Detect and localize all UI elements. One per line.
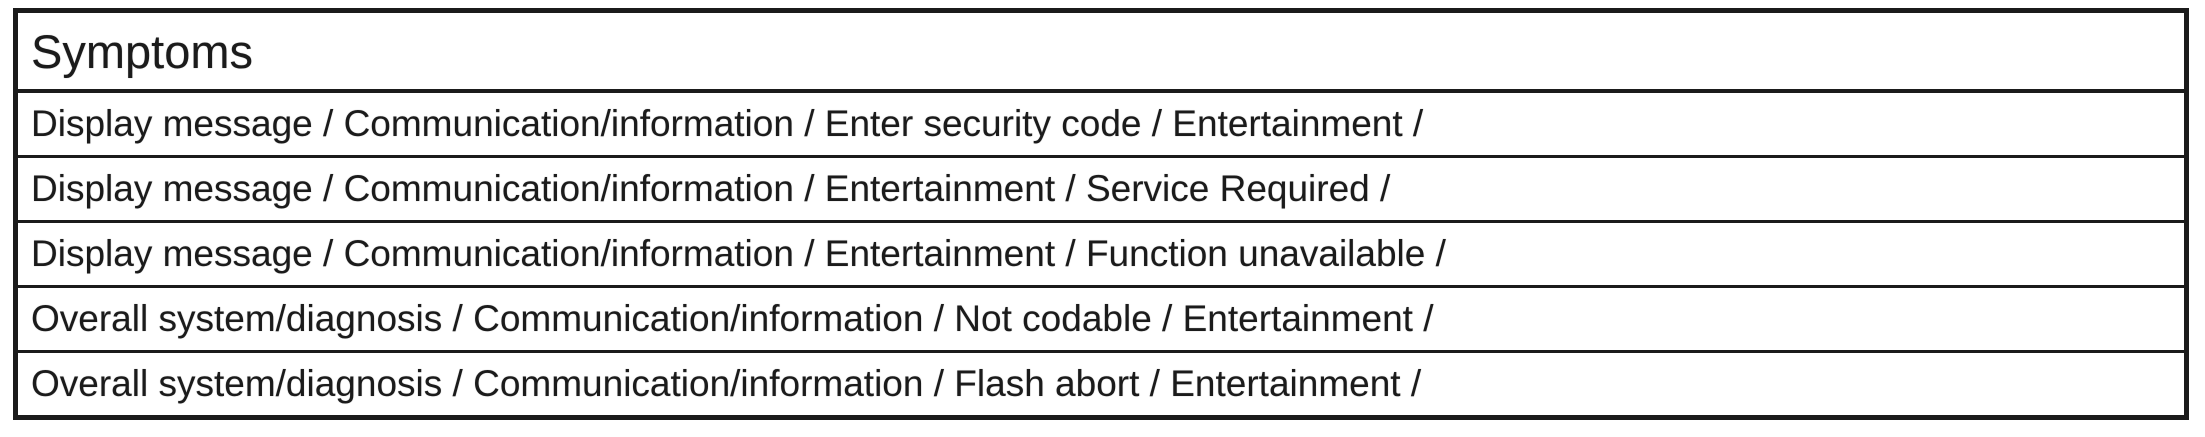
symptoms-table: Symptoms Display message / Communication… bbox=[13, 8, 2189, 420]
table-row: Display message / Communication/informat… bbox=[15, 89, 2187, 157]
symptom-cell: Display message / Communication/informat… bbox=[15, 89, 2187, 157]
table-row: Overall system/diagnosis / Communication… bbox=[15, 285, 2187, 352]
symptom-cell: Display message / Communication/informat… bbox=[15, 155, 2187, 222]
table-header-symptoms: Symptoms bbox=[15, 10, 2187, 93]
table-row: Display message / Communication/informat… bbox=[15, 220, 2187, 287]
symptom-cell: Overall system/diagnosis / Communication… bbox=[15, 285, 2187, 352]
symptom-cell: Overall system/diagnosis / Communication… bbox=[15, 350, 2187, 418]
table-row: Overall system/diagnosis / Communication… bbox=[15, 350, 2187, 418]
table-header-row: Symptoms bbox=[15, 10, 2187, 93]
table-row: Display message / Communication/informat… bbox=[15, 155, 2187, 222]
symptom-cell: Display message / Communication/informat… bbox=[15, 220, 2187, 287]
